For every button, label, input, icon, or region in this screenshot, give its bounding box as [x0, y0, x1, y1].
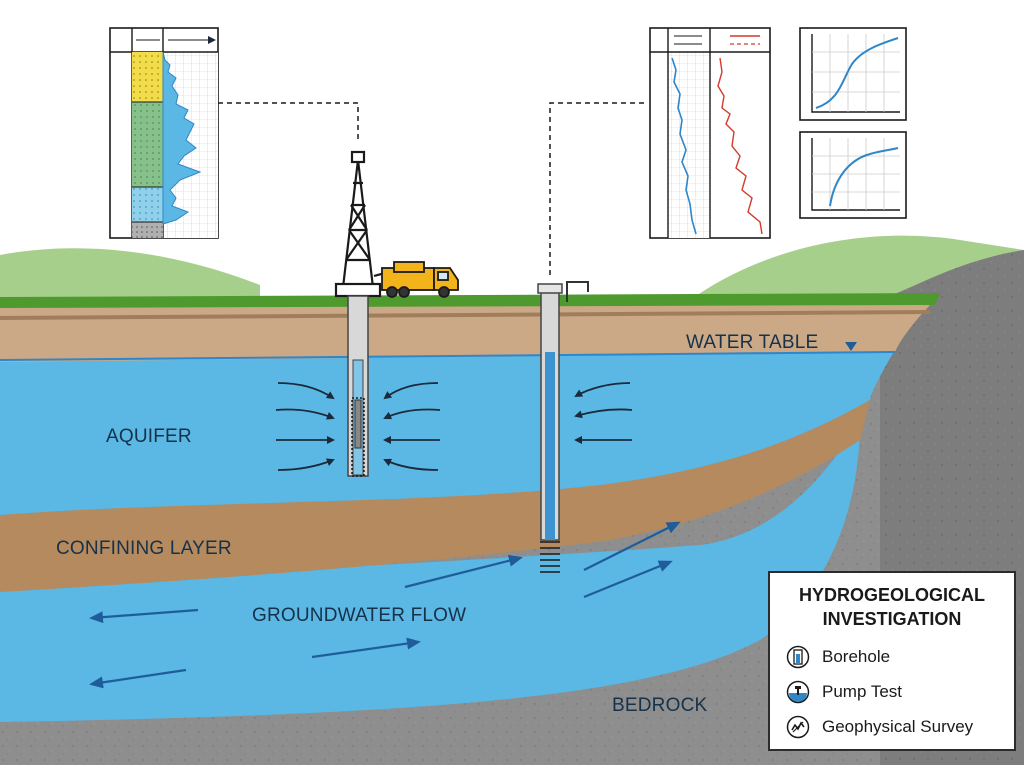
upper-aquifer [0, 350, 895, 515]
log-blue-curve [671, 57, 697, 235]
inflow-arrows [275, 382, 441, 471]
log-red-curve [717, 57, 763, 235]
borehole-icon [786, 645, 810, 669]
leader-line-left [218, 102, 359, 140]
water-table-label: WATER TABLE [686, 332, 819, 353]
groundwater-flow-arrows [89, 521, 681, 689]
legend-title-line2: INVESTIGATION [822, 609, 962, 629]
water-table-marker [845, 342, 857, 351]
borehole-casing [347, 295, 369, 477]
legend-title: HYDROGEOLOGICAL INVESTIGATION [770, 583, 1014, 631]
lower-aquifer [0, 420, 860, 722]
aquifer-label: AQUIFER [106, 426, 192, 447]
hills [0, 248, 260, 300]
legend-title-line1: HYDROGEOLOGICAL [798, 585, 985, 605]
truck [381, 261, 459, 298]
drilling-rig [334, 150, 397, 298]
pump-test-graph-1 [799, 27, 907, 121]
confining-layer [0, 400, 870, 592]
pump-test-graph-2 [799, 131, 907, 219]
legend: HYDROGEOLOGICAL INVESTIGATION Borehole P… [768, 571, 1016, 751]
legend-item-label: Pump Test [822, 682, 903, 701]
grass [0, 293, 940, 308]
borehole-log-panel [109, 27, 218, 239]
legend-item-borehole: Borehole [786, 643, 890, 671]
well-inflow-arrows [574, 382, 633, 444]
pump-test-icon [786, 680, 810, 704]
groundwater-flow-label: GROUNDWATER FLOW [252, 605, 467, 626]
legend-item-pump-test: Pump Test [786, 678, 902, 706]
geophysical-log-panel [649, 27, 771, 239]
bedrock-label: BEDROCK [612, 695, 708, 716]
log-curve [162, 51, 202, 225]
water-table-line [0, 351, 896, 361]
geophysical-survey-icon [786, 715, 810, 739]
monitoring-well [537, 281, 589, 573]
confining-layer-label: CONFINING LAYER [56, 538, 232, 559]
leader-line-right [549, 102, 648, 275]
legend-item-label: Borehole [822, 647, 891, 666]
legend-item-label: Geophysical Survey [822, 717, 974, 736]
legend-item-geophysical-survey: Geophysical Survey [786, 713, 973, 741]
